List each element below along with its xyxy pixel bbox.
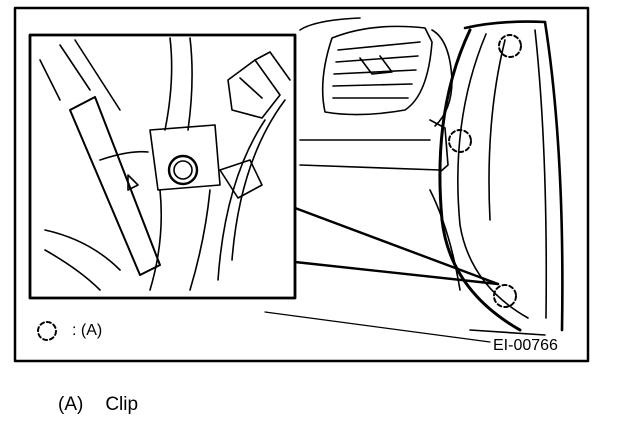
detail-inset-drawing	[39, 37, 291, 291]
caption-term: Clip	[105, 394, 139, 415]
detail-inset-frame	[28, 33, 297, 300]
legend-dashed-circle-icon	[37, 321, 57, 341]
leader-line	[293, 260, 500, 286]
instrument-panel-drawing	[299, 17, 564, 336]
caption-marker: (A)	[58, 394, 84, 415]
clip-marker-icon	[448, 34, 522, 308]
figure-frame	[13, 6, 590, 363]
legend-symbol-label: : (A)	[72, 322, 103, 339]
figure-code-leader	[264, 311, 491, 343]
leader-line	[293, 206, 500, 286]
figure-code: EI-00766	[493, 337, 558, 354]
caption: (A) Clip	[58, 394, 138, 416]
